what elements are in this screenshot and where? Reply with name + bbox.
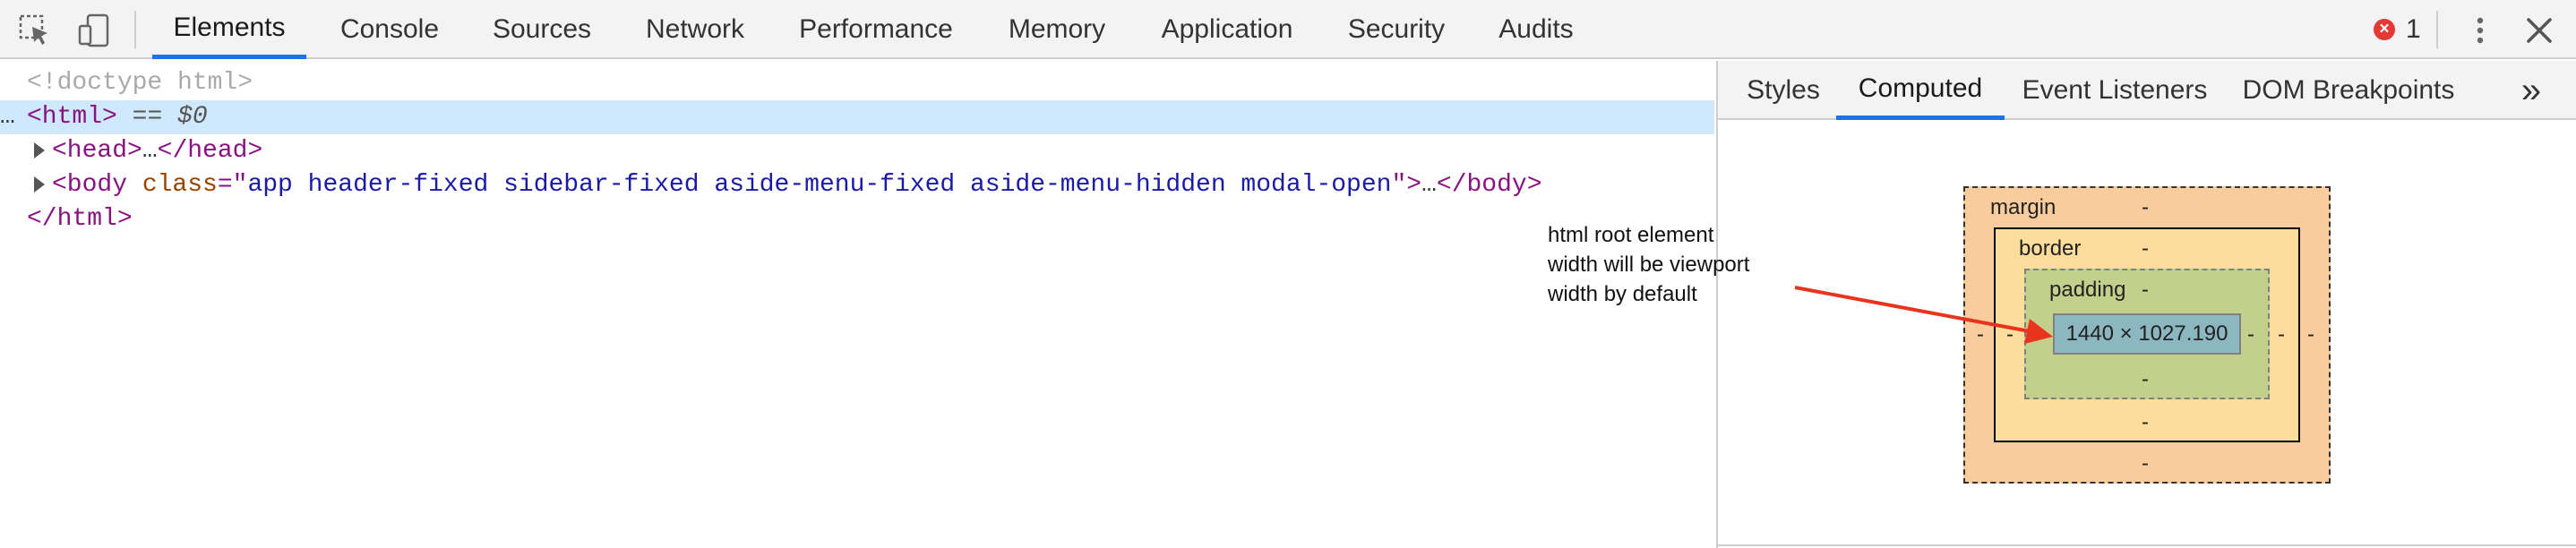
body-attr-eq: =" bbox=[217, 171, 248, 199]
padding-top-value[interactable]: - bbox=[2142, 278, 2149, 302]
tab-console[interactable]: Console bbox=[339, 14, 440, 44]
margin-bottom-value[interactable]: - bbox=[2142, 451, 2149, 475]
toolbar-separator bbox=[2436, 11, 2438, 48]
html-close-tag: </html> bbox=[27, 205, 133, 233]
head-node[interactable]: <head>…</head> bbox=[34, 134, 262, 168]
tab-network[interactable]: Network bbox=[645, 14, 745, 44]
margin-top-value[interactable]: - bbox=[2142, 195, 2149, 219]
head-close-tag: </head> bbox=[157, 137, 263, 165]
device-toggle-icon[interactable] bbox=[77, 13, 111, 47]
dom-tree: <!doctype html> … <html> == $0 <head>…</… bbox=[0, 61, 1714, 548]
annotation-line: html root element bbox=[1548, 223, 1714, 247]
devtools-toolbar: Elements Console Sources Network Perform… bbox=[0, 0, 2576, 59]
toolbar-separator bbox=[134, 11, 136, 48]
body-collapsed-ellipsis: … bbox=[1421, 171, 1437, 199]
sidebar-tabs: Styles Computed Event Listeners DOM Brea… bbox=[1718, 61, 2576, 120]
body-node[interactable]: <body class="app header-fixed sidebar-fi… bbox=[34, 168, 1542, 202]
expand-triangle-icon[interactable] bbox=[34, 176, 45, 193]
box-model-content-size[interactable]: 1440 × 1027.190 bbox=[2053, 313, 2241, 355]
padding-right-value[interactable]: - bbox=[2247, 322, 2254, 347]
tab-audits[interactable]: Audits bbox=[1498, 14, 1574, 44]
margin-right-value[interactable]: - bbox=[2307, 322, 2314, 347]
close-icon[interactable] bbox=[2522, 13, 2556, 47]
error-icon: × bbox=[2374, 19, 2395, 40]
border-label: border bbox=[2019, 236, 2082, 261]
body-attr-value: app header-fixed sidebar-fixed aside-men… bbox=[247, 171, 1392, 199]
more-options-icon[interactable] bbox=[2463, 13, 2497, 47]
expand-triangle-icon[interactable] bbox=[34, 141, 45, 158]
border-right-value[interactable]: - bbox=[2278, 322, 2285, 347]
border-top-value[interactable]: - bbox=[2142, 236, 2149, 261]
tab-memory[interactable]: Memory bbox=[1008, 14, 1106, 44]
tab-dom-breakpoints[interactable]: DOM Breakpoints bbox=[2242, 75, 2455, 105]
tab-application[interactable]: Application bbox=[1161, 14, 1293, 44]
tab-styles[interactable]: Styles bbox=[1747, 75, 1820, 105]
doctype-text: <!doctype html> bbox=[27, 69, 253, 97]
error-counter[interactable]: × 1 bbox=[2374, 14, 2421, 45]
node-menu-ellipsis[interactable]: … bbox=[0, 103, 15, 131]
error-count: 1 bbox=[2406, 14, 2421, 44]
tab-elements[interactable]: Elements bbox=[152, 0, 306, 59]
padding-bottom-value[interactable]: - bbox=[2142, 367, 2149, 391]
margin-label: margin bbox=[1990, 195, 2057, 219]
doctype-node[interactable]: <!doctype html> bbox=[27, 66, 253, 100]
head-open-tag: <head> bbox=[52, 137, 142, 165]
margin-left-value[interactable]: - bbox=[1977, 322, 1984, 347]
html-open-tag: <html> bbox=[27, 103, 117, 131]
overflow-chevron-icon[interactable]: » bbox=[2520, 71, 2542, 110]
selected-marker: == $0 bbox=[132, 103, 208, 131]
padding-left-value[interactable]: - bbox=[2034, 322, 2041, 347]
annotation-note: html root element width will be viewport… bbox=[1548, 220, 1816, 309]
body-close-tag: </body> bbox=[1436, 171, 1542, 199]
html-close-node[interactable]: </html> bbox=[27, 202, 133, 236]
tab-computed[interactable]: Computed bbox=[1836, 61, 2005, 120]
border-left-value[interactable]: - bbox=[2006, 322, 2014, 347]
annotation-line: width will be viewport bbox=[1548, 253, 1750, 277]
tab-performance[interactable]: Performance bbox=[799, 14, 953, 44]
tab-sources[interactable]: Sources bbox=[492, 14, 592, 44]
tab-security[interactable]: Security bbox=[1347, 14, 1446, 44]
padding-label: padding bbox=[2049, 278, 2126, 302]
head-collapsed-ellipsis: … bbox=[142, 137, 158, 165]
body-open-tag: <body bbox=[52, 171, 128, 199]
tab-event-listeners[interactable]: Event Listeners bbox=[2022, 75, 2208, 105]
body-attr-close: "> bbox=[1391, 171, 1422, 199]
body-attr-name: class bbox=[142, 171, 218, 199]
border-bottom-value[interactable]: - bbox=[2142, 410, 2149, 434]
annotation-line: width by default bbox=[1548, 282, 1697, 306]
html-node-selected[interactable]: … <html> == $0 bbox=[0, 100, 1714, 134]
inspect-element-icon[interactable] bbox=[18, 13, 52, 47]
sidebar-divider bbox=[1718, 544, 2576, 546]
